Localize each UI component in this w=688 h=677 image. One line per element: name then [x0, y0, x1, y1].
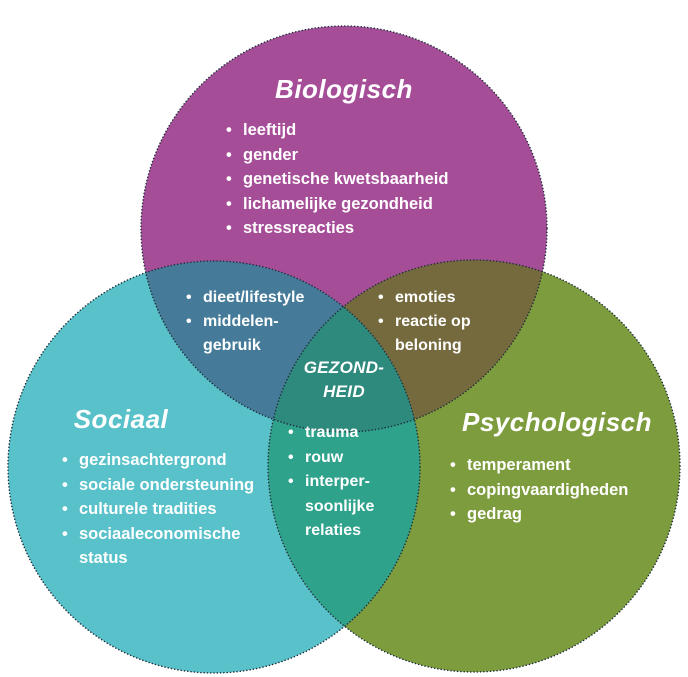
sociaal-list: gezinsachtergrondsociale ondersteuningcu…	[60, 448, 275, 571]
list-item: reactie op beloning	[376, 310, 498, 358]
center-overlap	[268, 261, 420, 432]
sociaal-circle-outline	[7, 260, 421, 674]
biologisch-psychologisch-list: emotiesreactie op beloning	[376, 286, 498, 358]
list-item: temperament	[448, 453, 680, 478]
list-item: interper-soonlijke relaties	[286, 470, 398, 544]
list-item: gender	[224, 143, 486, 168]
list-item: culturele tradities	[60, 497, 275, 522]
list-item: middelen-gebruik	[184, 310, 334, 358]
list-item: sociale ondersteuning	[60, 473, 275, 498]
list-item: copingvaardigheden	[448, 478, 680, 503]
list-item: dieet/lifestyle	[184, 286, 334, 310]
list-item: rouw	[286, 446, 398, 471]
psychologisch-list: temperamentcopingvaardighedengedrag	[448, 453, 680, 527]
list-item: sociaaleconomische status	[60, 522, 275, 571]
list-item: genetische kwetsbaarheid	[224, 167, 486, 192]
biologisch-sociaal-list: dieet/lifestylemiddelen-gebruik	[184, 286, 334, 358]
biologisch-circle-outline	[140, 25, 548, 433]
psychologisch-title: Psychologisch	[462, 407, 652, 437]
list-item: trauma	[286, 421, 398, 446]
list-item: gezinsachtergrond	[60, 448, 275, 473]
list-item: leeftijd	[224, 118, 486, 143]
biologisch-list: leeftijdgendergenetische kwetsbaarheidli…	[224, 118, 486, 241]
sociaal-title: Sociaal	[73, 404, 169, 434]
list-item: stressreacties	[224, 216, 486, 241]
list-item: emoties	[376, 286, 498, 310]
list-item: lichamelijke gezondheid	[224, 192, 486, 217]
center-label: GEZOND-HEID	[303, 358, 385, 401]
sociaal-psychologisch-list: traumarouwinterper-soonlijke relaties	[286, 421, 398, 544]
biologisch-title: Biologisch	[275, 74, 413, 104]
list-item: gedrag	[448, 502, 680, 527]
